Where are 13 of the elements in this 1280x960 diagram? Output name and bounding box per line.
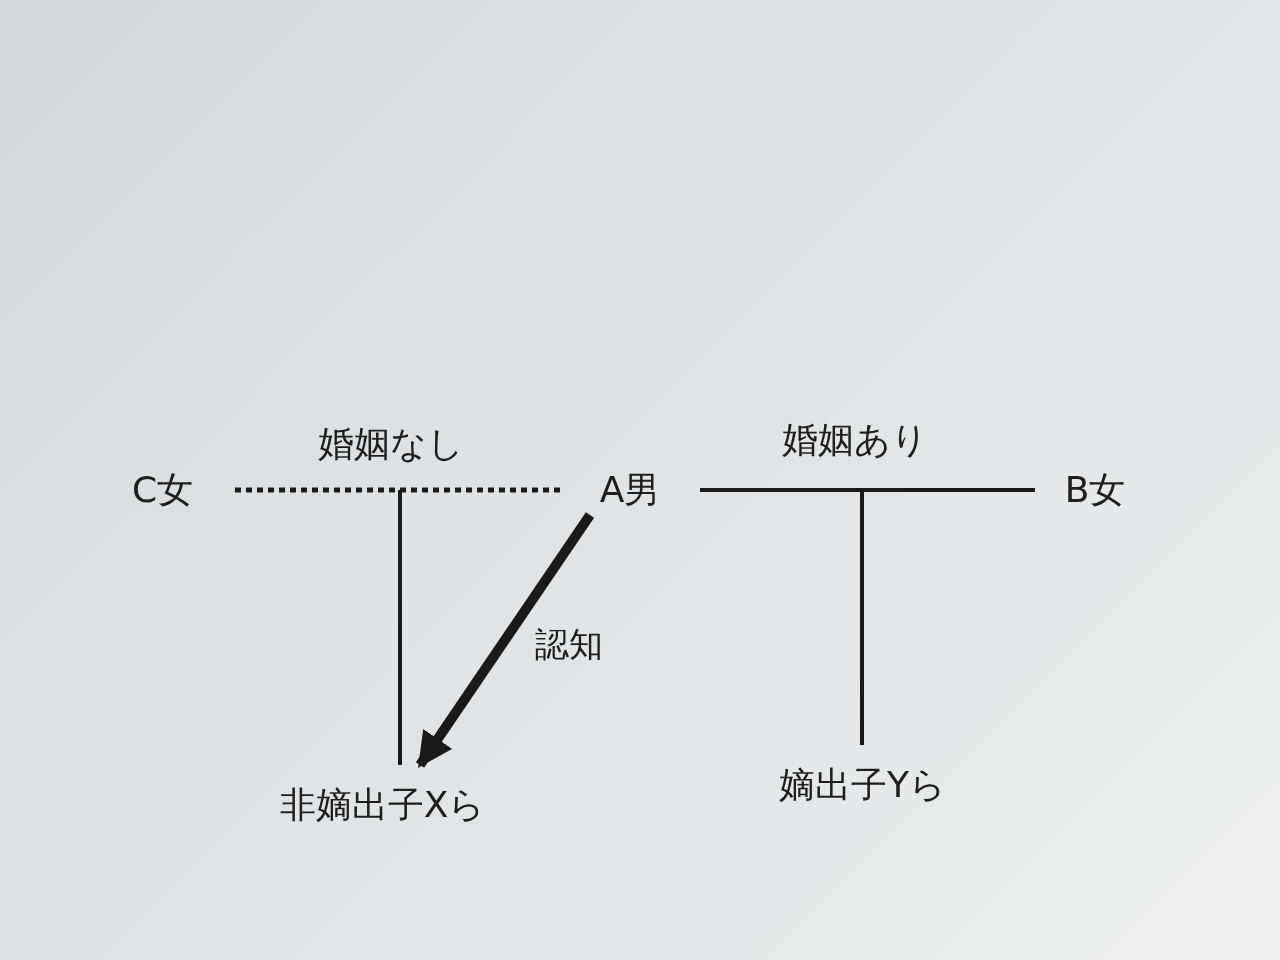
arrow — [415, 512, 595, 768]
edge-label: 婚姻あり — [782, 418, 928, 462]
line — [700, 488, 1035, 492]
name-label: A男 — [560, 465, 700, 515]
name-label: 非嫡出子Xら — [245, 765, 520, 845]
line — [235, 487, 560, 493]
descent-line — [398, 490, 402, 765]
name-label: 嫡出子Yら — [750, 745, 975, 825]
name-label: C女 — [90, 465, 235, 515]
name-label: B女 — [1035, 465, 1155, 515]
edge-label: 婚姻なし — [318, 422, 464, 466]
descent-line — [860, 490, 864, 745]
edge-label: 認知 — [535, 623, 603, 666]
